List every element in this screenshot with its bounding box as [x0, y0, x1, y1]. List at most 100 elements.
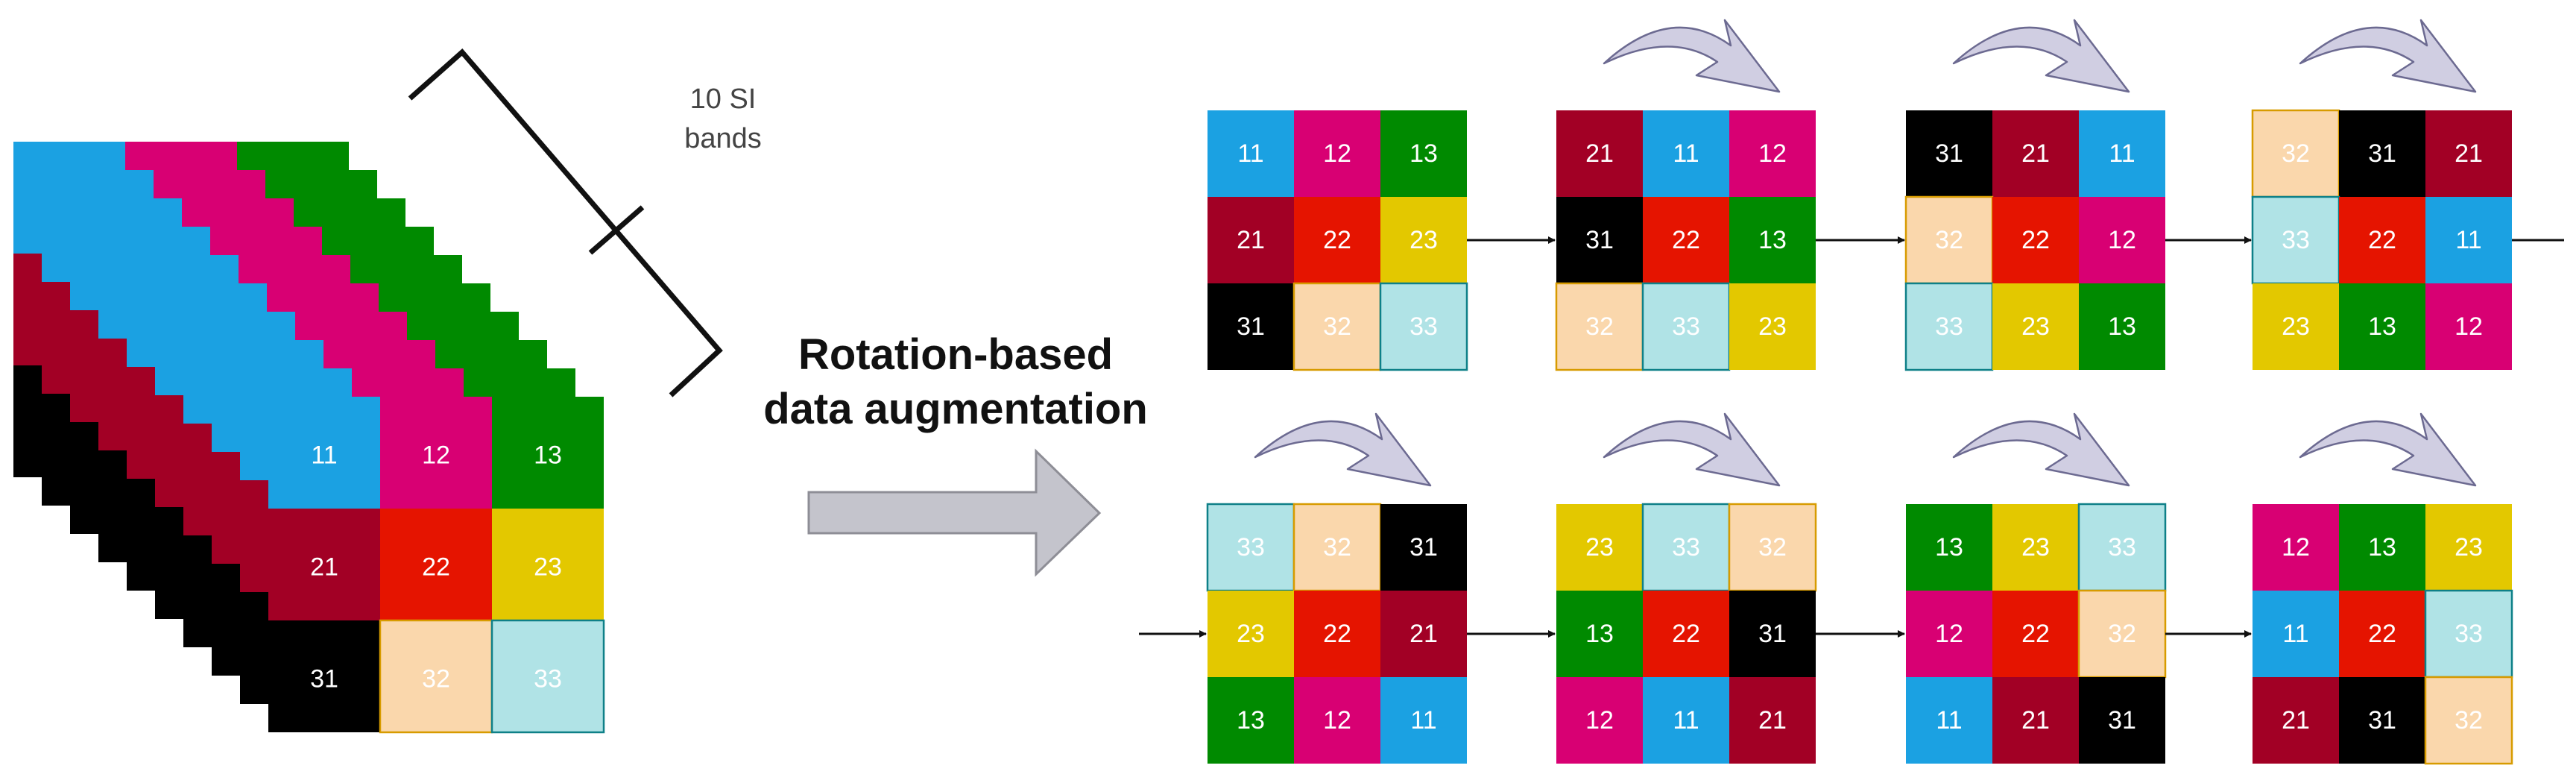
grid-1-3-cell-label: 22	[2021, 226, 2050, 254]
grid-1-2-cell-12	[1729, 110, 1816, 197]
grid-1-1-cell-label: 11	[1237, 139, 1263, 168]
stack-front-cell-31	[268, 620, 380, 732]
grid-2-2-cell-label: 33	[1672, 533, 1700, 562]
grid-2-1-cell-label: 11	[1410, 706, 1436, 735]
grid-2-2-cell-21	[1729, 677, 1816, 764]
grid-1-1-cell-22	[1294, 197, 1380, 283]
grid-1-4-cell-11	[2425, 197, 2512, 283]
grid-1-1-cell-label: 32	[1323, 312, 1351, 341]
grid-2-2-cell-label: 11	[1673, 706, 1699, 735]
grid-1-4-cell-13	[2339, 283, 2425, 370]
grid-2-2-cell-13	[1556, 591, 1643, 677]
grid-2-3-cell-label: 13	[1935, 533, 1963, 562]
grid-2-1-cell-label: 22	[1323, 620, 1351, 648]
grid-2-3-cell-31	[2079, 677, 2165, 764]
grid-1-4-cell-21	[2425, 110, 2512, 197]
grid-1-3-cell-12	[2079, 197, 2165, 283]
grid-1-2-cell-11	[1643, 110, 1729, 197]
grid-2-4-cell-11	[2253, 591, 2339, 677]
stack-front-cell-label: 11	[311, 441, 337, 469]
grid-2-2-cell-label: 31	[1758, 620, 1787, 648]
grid-2-3-cell-label: 22	[2021, 620, 2050, 648]
grid-1-2-cell-label: 32	[1585, 312, 1614, 341]
grid-1-1-cell-label: 13	[1409, 139, 1438, 168]
grid-1-2-cell-31	[1556, 197, 1643, 283]
grid-2-2-cell-12	[1556, 677, 1643, 764]
grid-1-2-cell-label: 12	[1758, 139, 1787, 168]
rotation-arrow-2-4	[2299, 412, 2477, 487]
grid-1-1-cell-13	[1380, 110, 1467, 197]
grid-1-1-cell-label: 21	[1237, 226, 1265, 254]
grid-1-2-cell-label: 11	[1673, 139, 1699, 168]
stack-front-cell-23	[492, 509, 604, 620]
bands-label-line2: bands	[684, 123, 762, 154]
grid-1-1-cell-33	[1379, 282, 1468, 371]
grid-2-4-cell-label: 22	[2368, 620, 2396, 648]
grid-1-2-cell-32	[1555, 282, 1644, 371]
grid-2-4-cell-label: 13	[2368, 533, 2396, 562]
grid-2-2-cell-32	[1728, 503, 1817, 592]
stack-front-cell-33	[490, 619, 605, 734]
grid-2-2-cell-label: 32	[1758, 533, 1787, 562]
grid-1-4-cell-label: 11	[2455, 226, 2481, 254]
grid-2-1-cell-21	[1380, 591, 1467, 677]
grid-2-1-cell-label: 32	[1323, 533, 1351, 562]
rotation-arrow-2-1	[1254, 412, 1432, 487]
stack-front-cell-22	[380, 509, 492, 620]
grid-1-3-cell-22	[1992, 197, 2079, 283]
grid-2-4-cell-33	[2424, 589, 2513, 679]
grid-1-3-cell-33	[1904, 282, 1994, 371]
stack-front-cell-label: 23	[534, 553, 562, 581]
grid-2-3-cell-13	[1906, 504, 1992, 591]
grid-2-3-cell-11	[1906, 677, 1992, 764]
bands-bracket-tick	[588, 205, 645, 255]
stack-front-cell-label: 21	[310, 553, 338, 581]
stack-front-cell-12	[380, 397, 492, 509]
block-arrow	[807, 448, 1102, 577]
grid-1-2-cell-label: 21	[1585, 139, 1614, 168]
stack-front-cell-label: 32	[422, 664, 450, 693]
stack-front-cell-label: 13	[534, 441, 562, 469]
grid-2-3-cell-32	[2077, 589, 2167, 679]
stack-front-cell-21	[268, 509, 380, 620]
stack-front-cell-label: 33	[534, 664, 562, 693]
bands-bracket	[408, 48, 723, 397]
grid-2-4-cell-23	[2425, 504, 2512, 591]
rotation-arrow-1-2	[1603, 19, 1781, 93]
grid-1-2-cell-23	[1729, 283, 1816, 370]
grid-1-3-cell-label: 13	[2108, 312, 2136, 341]
grid-2-3-cell-33	[2077, 503, 2167, 592]
grid-1-4-cell-label: 13	[2368, 312, 2396, 341]
grid-2-3-cell-12	[1906, 591, 1992, 677]
grid-2-1-cell-12	[1294, 677, 1380, 764]
grid-1-3-cell-label: 21	[2021, 139, 2050, 168]
grid-1-3-cell-13	[2079, 283, 2165, 370]
grid-1-2-cell-22	[1643, 197, 1729, 283]
rotation-arrow-1-4	[2299, 19, 2477, 93]
grid-2-4-cell-31	[2339, 677, 2425, 764]
grid-2-3-cell-label: 11	[1936, 706, 1962, 735]
grid-1-4-cell-label: 22	[2368, 226, 2396, 254]
grid-1-1-cell-11	[1208, 110, 1294, 197]
grid-2-2-cell-23	[1556, 504, 1643, 591]
grid-1-2-cell-label: 13	[1758, 226, 1787, 254]
grid-2-2-cell-label: 23	[1585, 533, 1614, 562]
rotation-arrow-1-3	[1952, 19, 2130, 93]
grid-1-4-cell-label: 33	[2282, 226, 2310, 254]
grid-2-4-cell-22	[2339, 591, 2425, 677]
grid-2-2-cell-label: 13	[1585, 620, 1614, 648]
grid-1-1-cell-label: 22	[1323, 226, 1351, 254]
grid-1-3-cell-label: 33	[1935, 312, 1963, 341]
rotation-arrow-2-2	[1603, 412, 1781, 487]
grid-2-3-cell-label: 23	[2021, 533, 2050, 562]
grid-2-1-cell-22	[1294, 591, 1380, 677]
grid-2-2-cell-label: 22	[1672, 620, 1700, 648]
